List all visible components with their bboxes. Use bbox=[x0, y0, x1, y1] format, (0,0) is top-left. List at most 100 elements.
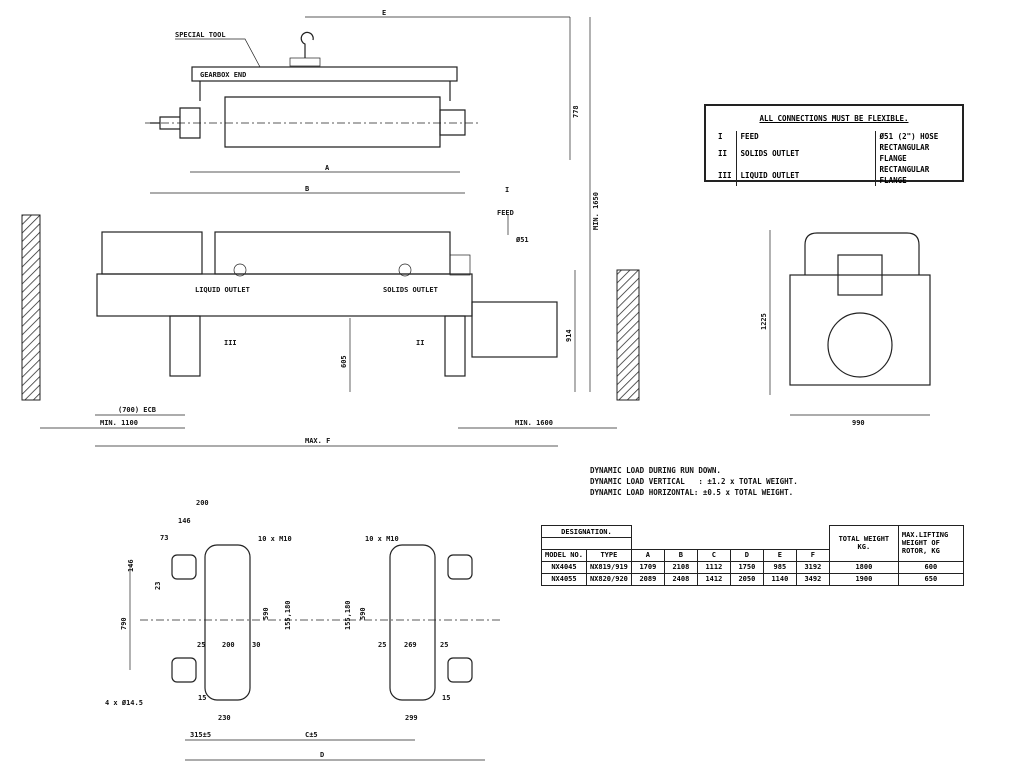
dim-a: A bbox=[325, 164, 330, 172]
dim-d: D bbox=[320, 751, 324, 759]
col-header: MODEL NO. bbox=[541, 548, 587, 562]
note-line: DYNAMIC LOAD VERTICAL : ±1.2 x TOTAL WEI… bbox=[590, 477, 798, 486]
m10-left: 10 x M10 bbox=[258, 535, 292, 543]
dim-25c: 25 bbox=[440, 641, 448, 649]
special-tool-label: SPECIAL TOOL bbox=[175, 31, 226, 39]
max-lifting-header: MAX.LIFTING WEIGHT OF ROTOR, KG bbox=[897, 525, 964, 562]
connection-name: SOLIDS OUTLET bbox=[736, 142, 876, 164]
col-header: F bbox=[795, 548, 830, 562]
cell: 1112 bbox=[696, 560, 731, 574]
connection-num: II bbox=[714, 142, 737, 164]
dynamic-load-notes: DYNAMIC LOAD DURING RUN DOWN. DYNAMIC LO… bbox=[590, 465, 798, 498]
cell: 1800 bbox=[828, 560, 899, 574]
side-view: 1225 990 bbox=[760, 230, 931, 427]
dim-73: 73 bbox=[160, 534, 168, 542]
dim-ecb: (700) ECB bbox=[118, 406, 156, 414]
dim-200b: 200 bbox=[222, 641, 235, 649]
connection-num: III bbox=[714, 164, 737, 186]
dim-155-left: 155,180 bbox=[284, 600, 292, 630]
dim-269: 269 bbox=[404, 641, 417, 649]
dim-590-left: 590 bbox=[262, 607, 270, 620]
dim-1225: 1225 bbox=[760, 313, 768, 330]
dim-min-1650: MIN. 1650 bbox=[592, 192, 600, 230]
top-view: SPECIAL TOOL GEARBOX END E A B 778 MIN. … bbox=[145, 9, 600, 392]
cell: 600 bbox=[897, 560, 964, 574]
dim-146a: 146 bbox=[178, 517, 191, 525]
liquid-numeral: III bbox=[224, 339, 237, 347]
cell: 1412 bbox=[696, 572, 731, 586]
dim-max-f: MAX. F bbox=[305, 437, 330, 445]
cell: 2108 bbox=[663, 560, 698, 574]
cell: 2050 bbox=[729, 572, 764, 586]
dim-c: C±5 bbox=[305, 731, 318, 739]
cell: NX4045 bbox=[541, 560, 587, 574]
note-line: DYNAMIC LOAD DURING RUN DOWN. bbox=[590, 466, 721, 475]
cell: 1140 bbox=[762, 572, 797, 586]
dim-min-1100: MIN. 1100 bbox=[100, 419, 138, 427]
dim-914: 914 bbox=[565, 329, 573, 342]
cell: NX820/920 bbox=[585, 572, 632, 586]
dim-25b: 25 bbox=[378, 641, 386, 649]
dim-299: 299 bbox=[405, 714, 418, 722]
dim-23: 23 bbox=[154, 582, 162, 590]
cell: NX819/919 bbox=[585, 560, 632, 574]
dim-30: 30 bbox=[252, 641, 260, 649]
holes-label: 4 x Ø14.5 bbox=[105, 699, 143, 707]
connection-name: LIQUID OUTLET bbox=[736, 164, 876, 186]
connection-type: RECTANGULAR FLANGE bbox=[879, 143, 930, 163]
col-header: E bbox=[762, 548, 797, 562]
col-header: TYPE bbox=[585, 548, 632, 562]
connection-name: FEED bbox=[736, 131, 876, 142]
cell: 985 bbox=[762, 560, 797, 574]
col-header: D bbox=[729, 548, 764, 562]
designation-header: DESIGNATION. bbox=[541, 525, 632, 538]
col-header: C bbox=[696, 548, 731, 562]
cell: 2089 bbox=[630, 572, 665, 586]
dim-990: 990 bbox=[852, 419, 865, 427]
cell: 3192 bbox=[795, 560, 830, 574]
dim-155-right: 155,180 bbox=[344, 600, 352, 630]
connection-type: Ø51 (2") HOSE bbox=[879, 132, 939, 141]
connections-title: ALL CONNECTIONS MUST BE FLEXIBLE. bbox=[759, 114, 909, 123]
dim-315: 315±5 bbox=[190, 731, 211, 739]
solids-outlet-label: SOLIDS OUTLET bbox=[383, 286, 438, 294]
dim-230: 230 bbox=[218, 714, 231, 722]
foundation-plan: 200 146 73 146 23 790 10 x M10 10 x M10 … bbox=[105, 499, 500, 761]
dim-min-1600: MIN. 1600 bbox=[515, 419, 553, 427]
connection-type: RECTANGULAR FLANGE bbox=[879, 165, 930, 185]
front-view: I FEED Ø51 LIQUID OUTLET SOLIDS OUTLET I… bbox=[21, 186, 640, 447]
dim-15a: 15 bbox=[198, 694, 206, 702]
spec-table: DESIGNATION. TOTAL WEIGHT KG. MAX.LIFTIN… bbox=[541, 525, 964, 586]
solids-numeral: II bbox=[416, 339, 424, 347]
dim-146b: 146 bbox=[127, 559, 135, 572]
dim-200: 200 bbox=[196, 499, 209, 507]
liquid-outlet-label: LIQUID OUTLET bbox=[195, 286, 250, 294]
cell: 3492 bbox=[795, 572, 830, 586]
cell: 650 bbox=[897, 572, 964, 586]
dim-25a: 25 bbox=[197, 641, 205, 649]
cell: 1709 bbox=[630, 560, 665, 574]
dim-605: 605 bbox=[340, 355, 348, 368]
feed-numeral: I bbox=[505, 186, 509, 194]
cell: 2408 bbox=[663, 572, 698, 586]
col-header: B bbox=[663, 548, 698, 562]
note-line: DYNAMIC LOAD HORIZONTAL: ±0.5 x TOTAL WE… bbox=[590, 488, 794, 497]
connection-num: I bbox=[714, 131, 737, 142]
dim-590-right: 590 bbox=[359, 607, 367, 620]
dim-790: 790 bbox=[120, 617, 128, 630]
feed-diameter: Ø51 bbox=[515, 236, 529, 244]
feed-label: FEED bbox=[497, 209, 514, 217]
cell: 1900 bbox=[828, 572, 899, 586]
col-header: A bbox=[630, 548, 665, 562]
dim-b: B bbox=[305, 185, 309, 193]
dim-15b: 15 bbox=[442, 694, 450, 702]
cell: 1750 bbox=[729, 560, 764, 574]
cell: NX4055 bbox=[541, 572, 587, 586]
dim-778: 778 bbox=[572, 105, 580, 118]
m10-right: 10 x M10 bbox=[365, 535, 399, 543]
